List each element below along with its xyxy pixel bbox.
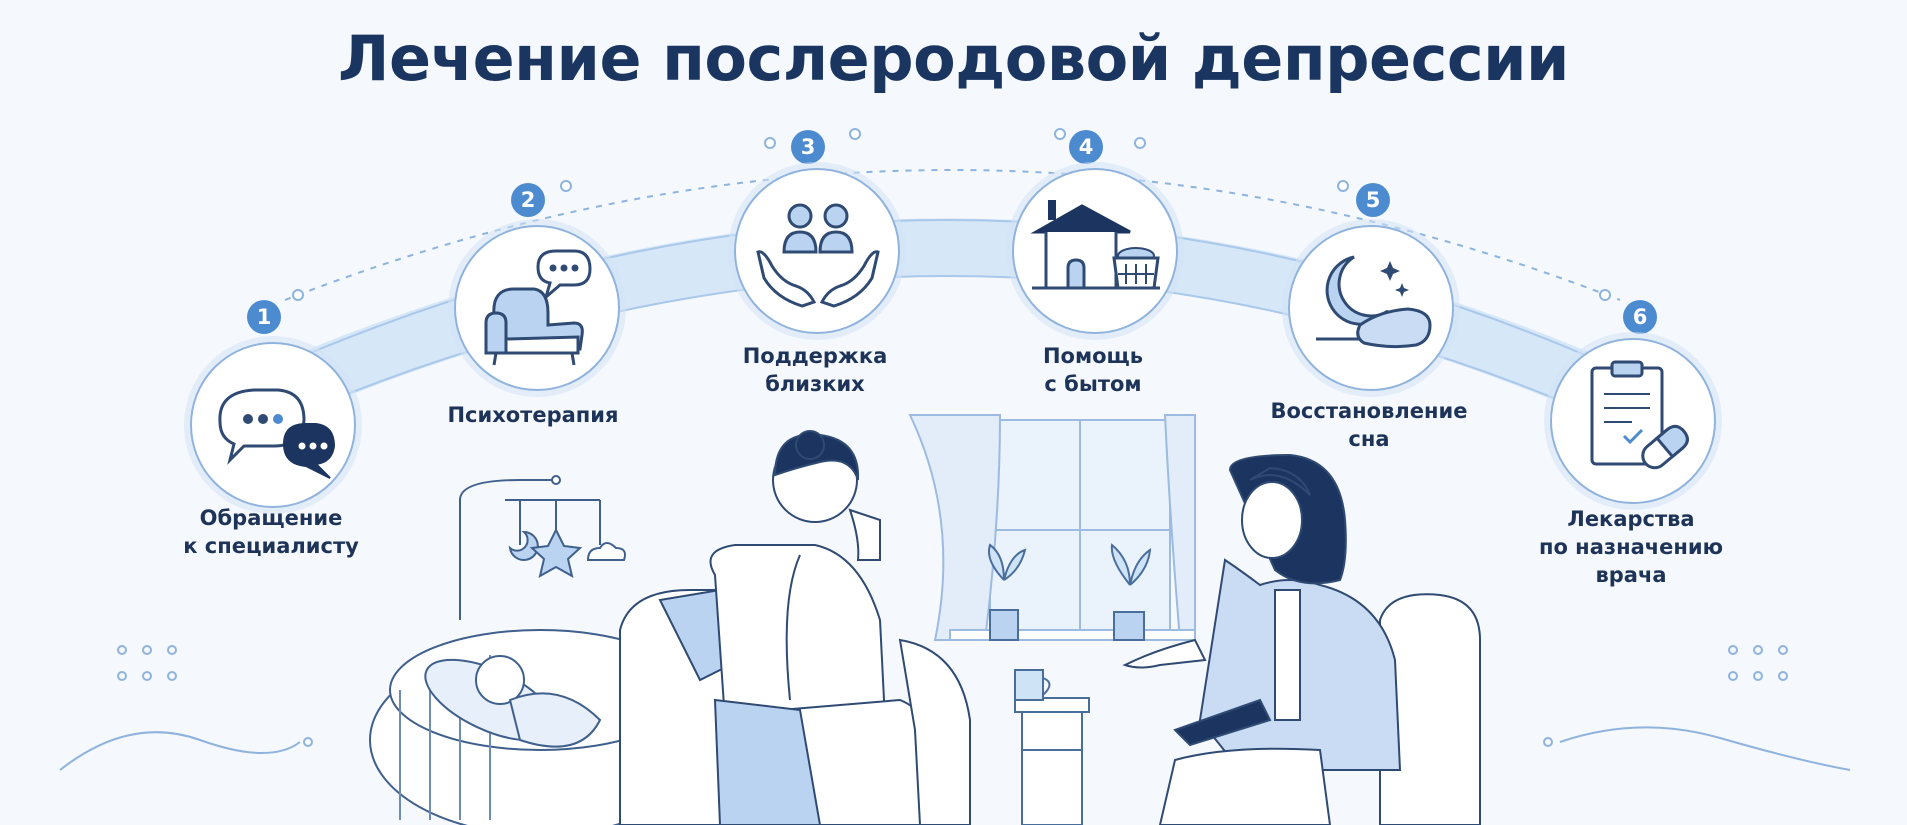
step-6-label: Лекарства по назначению врача (1481, 505, 1781, 589)
step-5-label: Восстановление сна (1219, 397, 1519, 453)
prescription-pills-icon (1590, 360, 1689, 470)
window-icon (908, 414, 1196, 641)
dot-grid-left (117, 645, 177, 681)
page-title: Лечение послеродовой депрессии (338, 22, 1570, 95)
step-2-number-badge: 2 (511, 183, 545, 217)
step-6-label-line: врача (1595, 563, 1667, 587)
step-4-circle (1012, 168, 1178, 334)
step-3-circle (734, 168, 900, 334)
step-3: 3 Поддержка близких (645, 130, 985, 410)
moon-pillow-icon (1316, 255, 1432, 349)
step-6-label-line: Лекарства (1567, 507, 1695, 531)
step-1: 1 Обращение к специалисту (101, 300, 441, 580)
step-4: 4 Помощь с бытом (923, 130, 1263, 410)
step-2-circle (454, 225, 620, 391)
step-3-label: Поддержка близких (665, 342, 965, 398)
step-2: 2 Психотерапия (365, 183, 705, 443)
speech-bubbles-icon (218, 388, 336, 479)
step-5-circle (1288, 225, 1454, 391)
armchair-chat-icon (484, 249, 592, 366)
step-1-number-badge: 1 (247, 300, 281, 334)
step-1-label-line: Обращение (199, 506, 343, 530)
step-4-label-line: с бытом (1044, 372, 1142, 396)
step-2-label-line: Психотерапия (447, 403, 619, 427)
step-2-label: Психотерапия (383, 401, 683, 429)
step-5: 5 Восстановление сна (1210, 183, 1550, 463)
step-3-label-line: близких (765, 372, 865, 396)
step-6-number-badge: 6 (1623, 300, 1657, 334)
step-5-number-badge: 5 (1356, 183, 1390, 217)
step-4-label: Помощь с бытом (943, 342, 1243, 398)
step-1-circle (190, 342, 356, 508)
step-5-label-line: Восстановление (1270, 399, 1468, 423)
step-3-number-badge: 3 (791, 130, 825, 164)
step-1-label: Обращение к специалисту (121, 504, 421, 560)
mother-figure-icon (619, 430, 971, 825)
step-6-circle (1550, 338, 1716, 504)
step-3-label-line: Поддержка (742, 344, 888, 368)
step-1-label-line: к специалисту (183, 534, 359, 558)
step-4-label-line: Помощь (1042, 344, 1144, 368)
dashed-arc (284, 169, 1621, 301)
step-4-number-badge: 4 (1069, 130, 1103, 164)
step-6: 6 Лекарства по назначению врача (1468, 300, 1808, 590)
house-laundry-icon (1030, 200, 1160, 290)
therapist-figure-icon (1122, 453, 1481, 825)
supporting-hands-icon (756, 203, 880, 308)
plant-icon (988, 543, 1152, 641)
step-5-label-line: сна (1348, 427, 1390, 451)
step-6-label-line: по назначению (1538, 535, 1724, 559)
dot-grid-right (1728, 645, 1788, 681)
